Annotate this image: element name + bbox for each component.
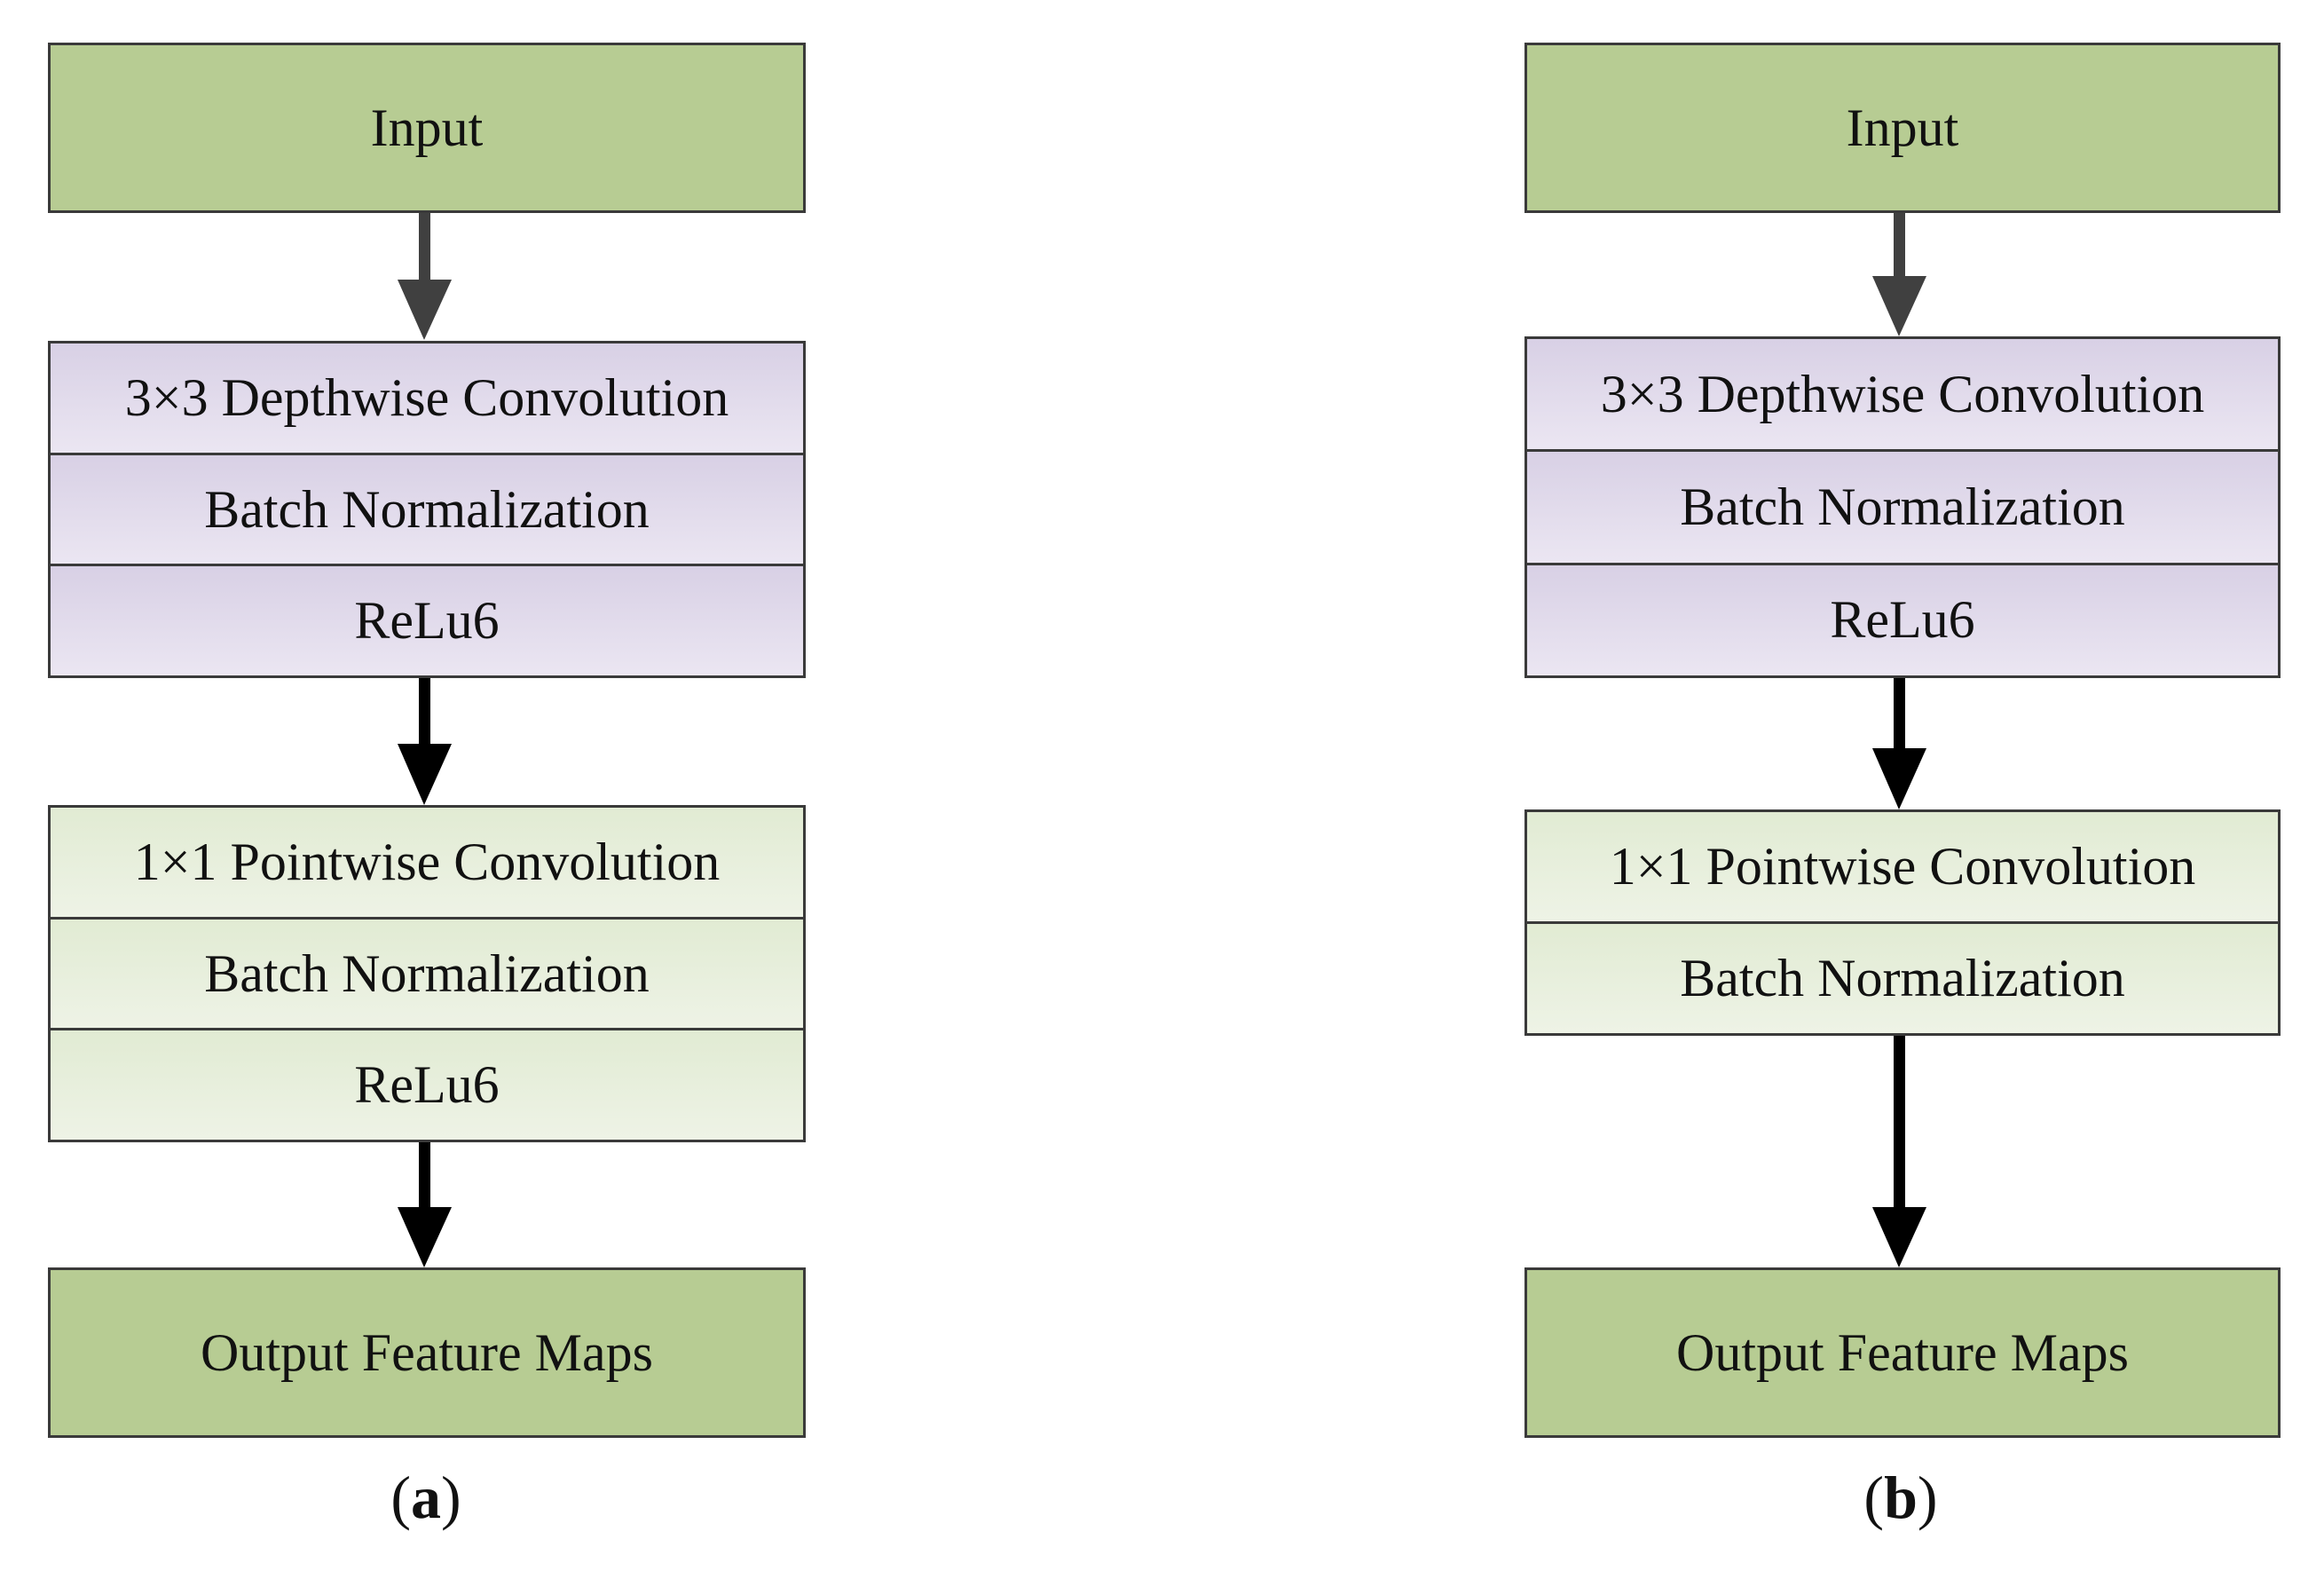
panel-a-depthwise-conv: 3×3 Depthwise Convolution: [51, 343, 803, 455]
panel-a-pointwise-relu6: ReLu6: [51, 1030, 803, 1141]
panel-b-pointwise-conv: 1×1 Pointwise Convolution: [1527, 812, 2278, 924]
panel-a-input-box: Input: [48, 43, 806, 213]
panel-a-input-label: Input: [370, 98, 484, 157]
panel-b-depthwise-relu6: ReLu6: [1527, 564, 2278, 675]
panel-a-pointwise-conv: 1×1 Pointwise Convolution: [51, 808, 803, 920]
panel-b-depthwise-batchnorm: Batch Normalization: [1527, 452, 2278, 565]
panel-b-pointwise-block: 1×1 Pointwise Convolution Batch Normaliz…: [1524, 809, 2281, 1036]
panel-b-depthwise-block: 3×3 Depthwise Convolution Batch Normaliz…: [1524, 336, 2281, 678]
panel-b-depthwise-conv: 3×3 Depthwise Convolution: [1527, 339, 2278, 453]
arrow-b-input-to-depthwise: [1872, 213, 1926, 336]
panel-b-output-box: Output Feature Maps: [1524, 1267, 2281, 1438]
panel-a-pointwise-block: 1×1 Pointwise Convolution Batch Normaliz…: [48, 805, 806, 1142]
panel-a-caption: (a): [390, 1464, 461, 1531]
panel-b-caption: (b): [1863, 1464, 1938, 1531]
panel-a-depthwise-relu6: ReLu6: [51, 566, 803, 676]
arrow-b-pointwise-to-output: [1872, 1034, 1926, 1267]
panel-b-pointwise-batchnorm: Batch Normalization: [1527, 924, 2278, 1033]
panel-b-input-box: Input: [1524, 43, 2281, 213]
arrow-b-depthwise-to-pointwise: [1872, 676, 1926, 809]
panel-a-output-box: Output Feature Maps: [48, 1267, 806, 1438]
arrow-a-pointwise-to-output: [398, 1141, 452, 1267]
panel-a-depthwise-block: 3×3 Depthwise Convolution Batch Normaliz…: [48, 341, 806, 678]
panel-a-pointwise-batchnorm: Batch Normalization: [51, 919, 803, 1031]
arrow-a-input-to-depthwise: [398, 213, 452, 340]
panel-b-output-label: Output Feature Maps: [1676, 1322, 2129, 1382]
panel-a-output-label: Output Feature Maps: [201, 1322, 653, 1382]
arrow-a-depthwise-to-pointwise: [398, 676, 452, 805]
panel-b-input-label: Input: [1846, 98, 1959, 157]
panel-a-depthwise-batchnorm: Batch Normalization: [51, 454, 803, 567]
